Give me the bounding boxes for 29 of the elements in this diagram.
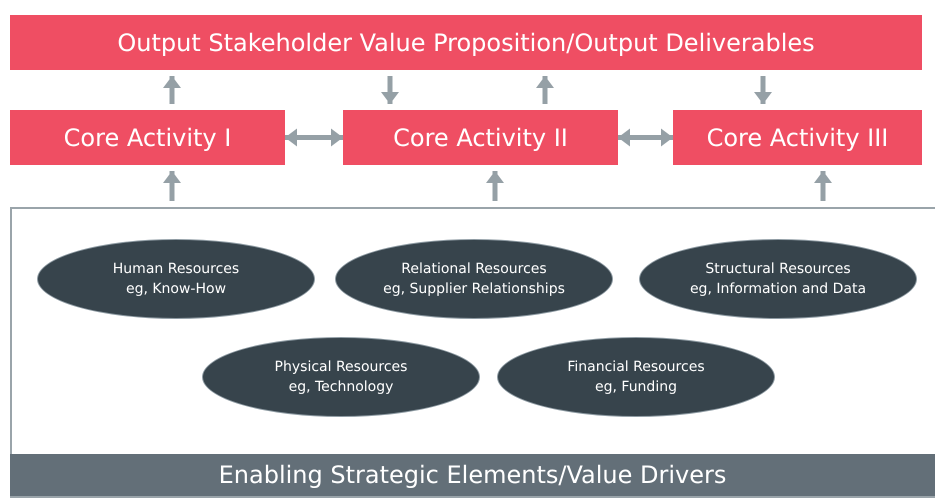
resource-example: eg, Supplier Relationships — [383, 280, 565, 299]
resource-example: eg, Technology — [288, 378, 394, 397]
arrow — [814, 171, 832, 201]
arrow — [486, 171, 504, 201]
resource-name: Structural Resources — [705, 260, 851, 279]
resource-name: Financial Resources — [567, 358, 705, 377]
panel-heading: Enabling Strategic Elements/Value Drivers — [10, 454, 935, 496]
box-label: Core Activity II — [393, 124, 568, 152]
resource-name: Relational Resources — [401, 260, 547, 279]
activity-box — [673, 110, 922, 165]
panel — [10, 207, 935, 498]
resource-example: eg, Know-How — [126, 280, 226, 299]
arrow — [163, 76, 181, 104]
arrow — [754, 76, 772, 104]
arrow — [285, 128, 343, 146]
activity-box — [343, 110, 618, 165]
activity-box — [10, 110, 285, 165]
arrow — [618, 128, 673, 146]
arrow — [163, 171, 181, 201]
box-label: Core Activity I — [64, 124, 232, 152]
arrow — [536, 76, 554, 104]
resource-name: Physical Resources — [274, 358, 408, 377]
box-label: Core Activity III — [706, 124, 888, 152]
arrow — [381, 76, 399, 104]
output-banner — [10, 15, 922, 70]
resource-example: eg, Funding — [595, 378, 677, 397]
resource-example: eg, Information and Data — [690, 280, 866, 299]
box-label: Output Stakeholder Value Proposition/Output Deliverables — [117, 28, 815, 56]
resource-name: Human Resources — [112, 260, 240, 279]
